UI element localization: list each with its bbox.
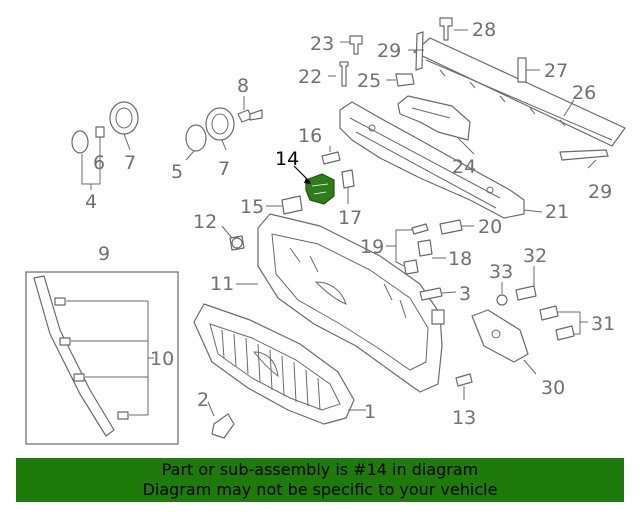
callout-10: 10	[150, 348, 174, 370]
part-28-clip	[439, 17, 468, 41]
callout-16: 16	[298, 125, 322, 147]
callout-1: 1	[364, 401, 376, 423]
callout-labels: 1 2 3 4 5 6 7 7 8 9 10 11 12 13 14 15 16…	[85, 19, 615, 429]
callout-24: 24	[452, 156, 476, 178]
part-8-bolt	[237, 96, 263, 123]
part-1-grille	[193, 303, 355, 425]
callout-21: 21	[545, 201, 569, 223]
callout-4: 4	[85, 191, 97, 213]
callout-27: 27	[544, 60, 568, 82]
part-30-bracket	[471, 309, 537, 375]
part-20-bolt	[439, 219, 474, 235]
callout-19: 19	[360, 236, 384, 258]
part-21-upper-bar	[339, 101, 525, 219]
callout-6: 6	[93, 152, 105, 174]
part-3-bolt	[419, 287, 457, 301]
callout-22: 22	[298, 66, 322, 88]
callout-5: 5	[171, 161, 183, 183]
callout-9: 9	[98, 243, 110, 265]
callout-12: 12	[193, 211, 217, 233]
callout-14: 14	[275, 148, 299, 170]
callout-7b: 7	[218, 158, 230, 180]
callout-31: 31	[591, 313, 615, 335]
callout-2: 2	[197, 389, 209, 411]
banner-line-1: Part or sub-assembly is #14 in diagram	[161, 460, 479, 479]
part-32-bolt	[515, 266, 537, 301]
callout-13: 13	[452, 407, 476, 429]
callout-33: 33	[489, 261, 513, 283]
part-18-19-clips	[386, 223, 446, 275]
part-4-sensor	[71, 126, 105, 190]
leader-lines	[207, 49, 597, 417]
info-banner: Part or sub-assembly is #14 in diagram D…	[16, 458, 624, 502]
part-29-strip	[415, 31, 424, 71]
callout-32: 32	[523, 245, 547, 267]
part-15-clip	[266, 195, 303, 215]
part-14-bracket-highlight	[293, 165, 335, 205]
callout-30: 30	[541, 377, 565, 399]
callout-8: 8	[237, 75, 249, 97]
callout-28: 28	[472, 19, 496, 41]
banner-line-2: Diagram may not be specific to your vehi…	[142, 480, 498, 499]
callout-7a: 7	[124, 152, 136, 174]
callout-26: 26	[572, 82, 596, 104]
part-16-bolt	[321, 146, 341, 165]
part-7-sensor-ring-2	[205, 107, 235, 151]
part-2-clip	[211, 413, 235, 439]
callout-20: 20	[478, 216, 502, 238]
callout-15: 15	[240, 196, 264, 218]
part-31-bolts	[539, 305, 588, 341]
part-23-bolt	[340, 35, 363, 55]
part-9-box	[25, 271, 179, 445]
part-27-bolt	[517, 57, 540, 83]
part-25-nut	[386, 73, 415, 87]
callout-23: 23	[310, 33, 334, 55]
callout-17: 17	[338, 207, 362, 229]
part-11-grille-frame	[257, 213, 445, 393]
parts-diagram: 1 2 3 4 5 6 7 7 8 9 10 11 12 13 14 15 16…	[25, 17, 626, 445]
part-26-upper-trim	[413, 37, 626, 161]
part-7-sensor-ring	[109, 101, 139, 151]
callout-25: 25	[357, 70, 381, 92]
callout-3: 3	[459, 283, 471, 305]
part-22-bolt	[328, 61, 349, 87]
callout-11: 11	[210, 273, 234, 295]
part-5-ring	[185, 124, 207, 161]
callout-29b: 29	[588, 181, 612, 203]
part-12-bolt	[221, 225, 245, 251]
part-33-washer	[496, 282, 508, 306]
callout-18: 18	[448, 248, 472, 270]
part-24-upper-shield	[397, 95, 471, 141]
callout-29a: 29	[377, 40, 401, 62]
part-17-clip	[341, 169, 355, 204]
part-13-bolt	[455, 373, 473, 400]
